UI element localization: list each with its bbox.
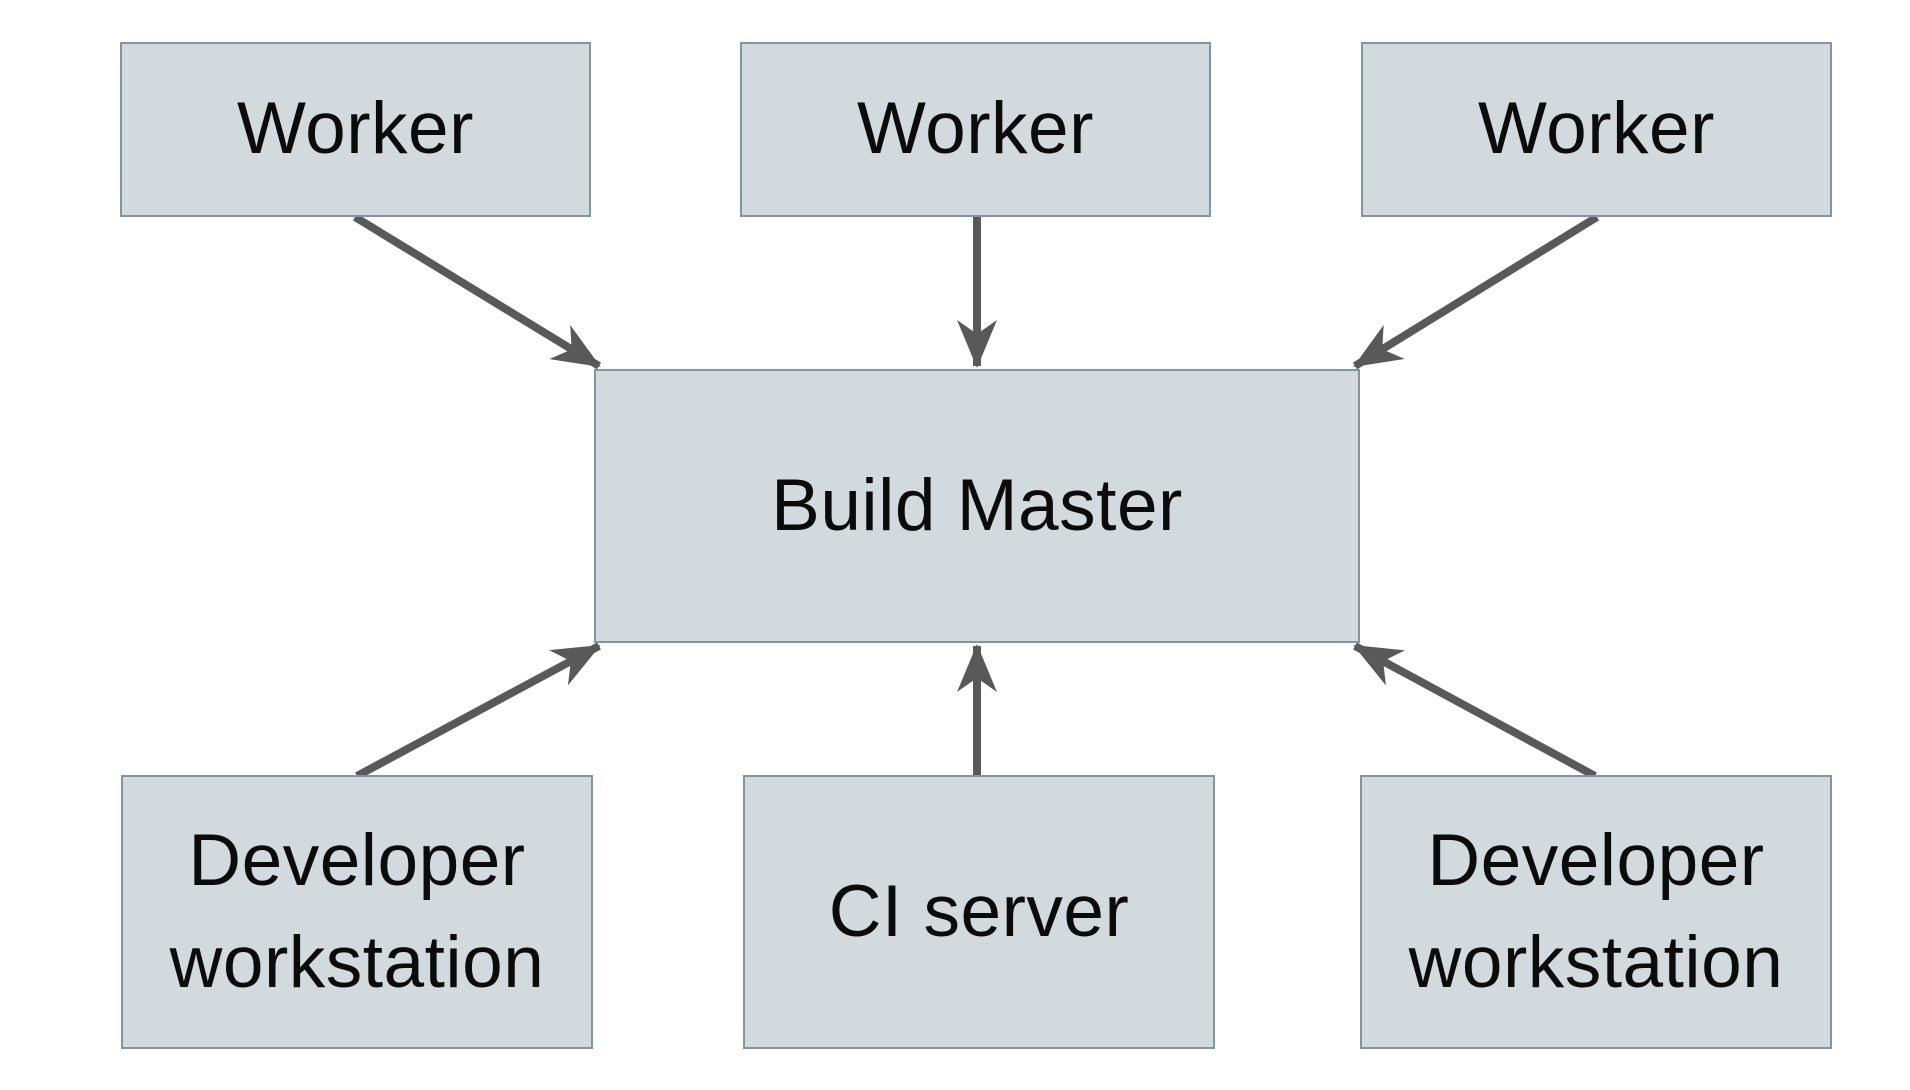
worker-box-2: Worker bbox=[740, 42, 1211, 217]
developer-workstation-2-label: Developer workstation bbox=[1408, 819, 1784, 1003]
developer-workstation-1-label: Developer workstation bbox=[169, 819, 545, 1003]
arrow-worker-3-to-build-master bbox=[1352, 213, 1600, 370]
build-master-label: Build Master bbox=[771, 464, 1183, 546]
developer-workstation-box-2: Developer workstation bbox=[1360, 775, 1832, 1049]
arrow-developer-workstation-2-to-build-master bbox=[1353, 642, 1597, 780]
worker-2-label: Worker bbox=[857, 88, 1094, 170]
arrow-worker-1-to-build-master bbox=[352, 213, 602, 370]
developer-workstation-box-1: Developer workstation bbox=[121, 775, 593, 1049]
worker-box-3: Worker bbox=[1361, 42, 1832, 217]
worker-1-label: Worker bbox=[237, 88, 474, 170]
ci-server-label: CI server bbox=[828, 870, 1130, 952]
worker-3-label: Worker bbox=[1478, 88, 1715, 170]
worker-box-1: Worker bbox=[120, 42, 591, 217]
ci-server-box: CI server bbox=[743, 775, 1215, 1049]
arrow-developer-workstation-1-to-build-master bbox=[355, 642, 601, 780]
build-master-box: Build Master bbox=[594, 369, 1360, 643]
